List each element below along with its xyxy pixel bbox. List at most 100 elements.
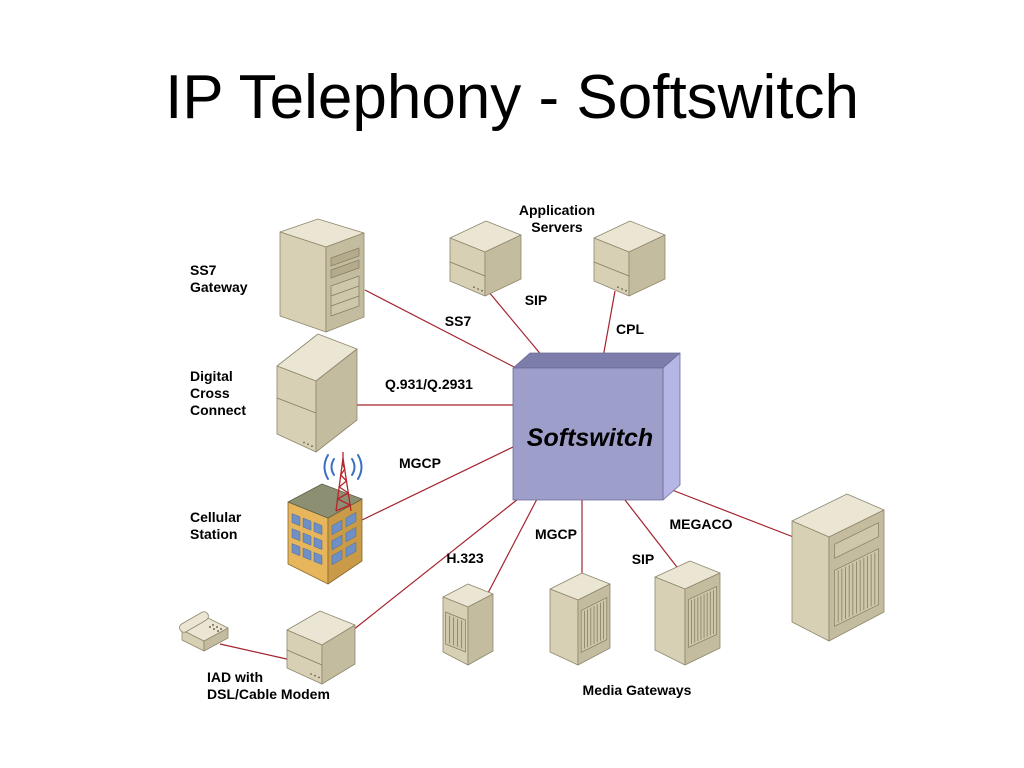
ss7-gateway-side-face [279,231,327,333]
building-window [313,552,323,565]
building-window [331,534,343,551]
building-window [331,519,343,536]
iad-label: DSL/Cable Modem [207,686,330,702]
media-gateway-3-rack-gateway-icon [654,560,721,666]
building-window [313,537,323,550]
link-iad [352,498,519,631]
link-cellular-station [361,446,514,521]
building-window [345,526,357,543]
application-servers-label: Servers [531,219,583,235]
building-windows [291,511,357,566]
digital-cross-connect-side-face [315,348,358,453]
protocol-labels: SS7 SIP CPL Q.931/Q.2931 MGCP H.323 MGCP… [385,292,733,567]
digital-cross-connect-box-icon [276,333,358,453]
digital-cross-connect-label: Connect [190,402,246,418]
telephone-key [220,628,222,630]
digital-cross-connect-seam [276,397,317,414]
ss7-gateway-drive-bay [330,259,360,279]
cellular-station-label: Station [190,526,237,542]
ss7-gateway-server-tower-icon [279,218,365,333]
building-window [331,549,343,566]
protocol-label-cpl: CPL [616,321,644,337]
softswitch-front-face [512,367,664,501]
antenna-bracing [335,462,352,512]
digital-cross-connect-label: Cross [190,385,230,401]
signal-waves-icon [323,454,363,480]
node-labels: Application Servers SS7 Gateway Digital … [190,202,692,702]
link-telephone-iad [219,643,292,661]
building-window [302,532,312,546]
application-server-1-led [473,286,475,289]
digital-cross-connect-led [311,445,313,448]
telephone-icon [179,611,229,652]
telephone-key [209,626,211,628]
application-server-2-led [621,288,623,290]
cellular-station-label: Cellular [190,509,242,525]
media-gateway-3-slot-panel [688,586,717,648]
application-servers-label: Application [519,202,595,218]
media-gateway-1-side-face [467,593,494,666]
application-server-2-led [617,286,619,289]
signal-wave [330,458,335,476]
application-server-1-led [477,288,479,290]
application-server-1-side-face [484,234,522,297]
link-application-server-1 [487,290,549,364]
media-gateway-2-side-face [549,588,579,666]
protocol-label-megaco: MEGACO [670,516,733,532]
media-gateway-3-side-face [654,576,686,666]
telephone-key [212,624,214,626]
media-gateway-1-rack-gateway-icon [442,583,494,666]
building-window [302,547,312,561]
media-gateways-label: Media Gateways [583,682,692,698]
link-application-server-2 [601,290,616,364]
application-server-1-server-box-icon [449,220,522,297]
softswitch-top-face [512,352,681,369]
protocol-label-h323: H.323 [446,550,484,566]
protocol-label-ss7: SS7 [445,313,472,329]
ss7-gateway-label: SS7 [190,262,217,278]
ss7-gateway-panel-line [330,285,360,297]
application-server-1-seam [449,261,486,277]
antenna-tower-icon [335,452,352,512]
application-server-2-server-box-icon [593,220,666,297]
application-server-2-led [625,289,627,292]
link-media-gateway-1 [487,498,538,594]
building-window [313,522,323,535]
media-gateway-1-slot-panel [445,611,466,653]
ss7-gateway-drive-bay [330,247,360,267]
iad-side-face [321,624,356,685]
building-window [291,528,301,542]
telephone-handset [179,611,209,633]
rack-cabinet-side-face [791,520,830,642]
signal-wave [357,454,363,480]
digital-cross-connect-led [303,441,305,444]
link-media-gateway-4 [671,489,797,539]
iad-led [310,673,312,675]
ss7-gateway-panel-line [330,295,360,307]
softswitch-side-face [662,352,681,501]
protocol-label-q931: Q.931/Q.2931 [385,376,473,392]
signal-wave [323,454,329,480]
application-server-1-led [481,289,483,292]
protocol-label-mgcp: MGCP [535,526,577,542]
building-roof [287,483,363,519]
building-window [302,517,312,531]
building-window [291,543,301,557]
building-window [345,541,357,558]
telephone-key [216,626,218,628]
protocol-label-mgcp: MGCP [399,455,441,471]
ss7-gateway-label: Gateway [190,279,248,295]
iad-led [314,674,316,677]
telephone-key [213,628,215,630]
iad-led [318,676,320,679]
link-media-gateway-3 [624,499,681,572]
building-window [345,511,357,528]
iad-seam [286,649,323,666]
media-gateway-2-rack-gateway-icon [549,572,611,666]
link-ss7-gateway [364,289,517,369]
softswitch-label: Softswitch [527,424,653,452]
application-server-2-side-face [628,234,666,297]
media-gateway-4-rack-cabinet-icon [791,493,885,642]
